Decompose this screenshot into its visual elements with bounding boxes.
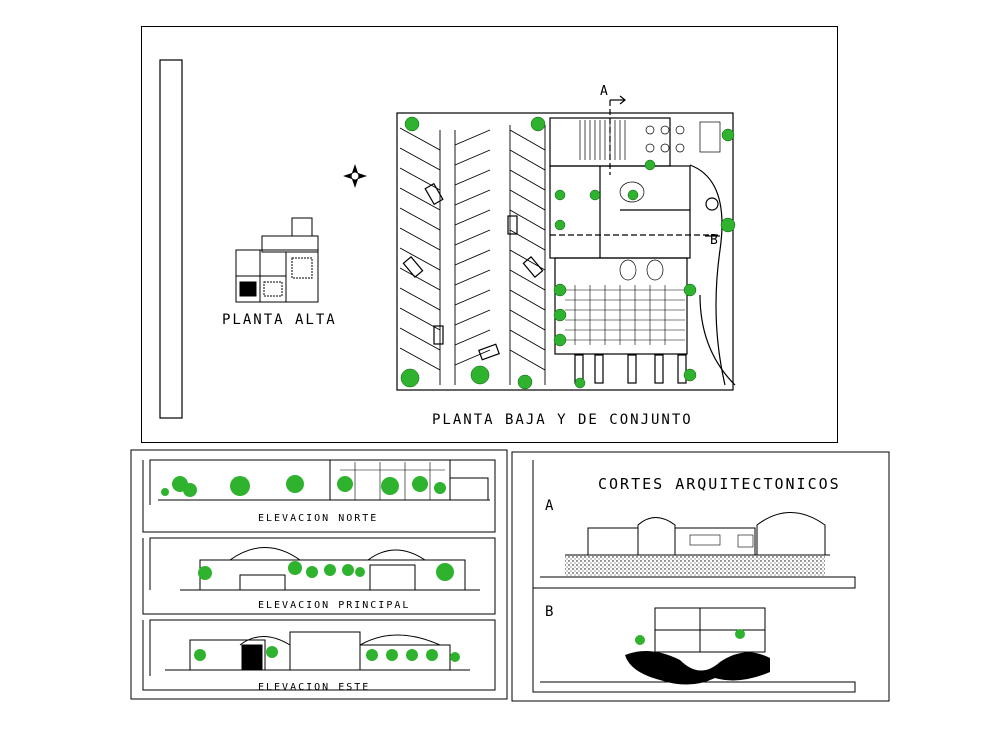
elevation-frames (142, 459, 496, 691)
ground-floor-plan (396, 95, 736, 391)
site-trees (400, 116, 736, 390)
north-elevation-title: ELEVACION NORTE (258, 513, 379, 524)
section-b-drawing (654, 607, 766, 653)
upper-floor-plan (235, 217, 319, 303)
ground-floor-title: PLANTA BAJA Y DE CONJUNTO (432, 412, 693, 428)
principal-elevation-trees (198, 561, 454, 581)
section-b-terrain (625, 651, 770, 685)
section-a-label: A (545, 498, 556, 514)
street-strip (159, 59, 183, 419)
north-arrow-icon (343, 164, 367, 188)
elevations-sheet (130, 449, 508, 700)
east-elevation (165, 631, 470, 671)
sections-sheet (511, 451, 890, 702)
section-b-label: B (545, 604, 556, 620)
section-a-ground (565, 556, 825, 576)
north-elevation-trees (161, 475, 446, 497)
principal-elevation-title: ELEVACION PRINCIPAL (258, 600, 411, 611)
sections-title: CORTES ARQUITECTONICOS (598, 475, 841, 493)
section-marker-a: A (600, 84, 610, 99)
section-b-trees (635, 629, 745, 645)
north-elevation (158, 459, 490, 501)
upper-floor-title: PLANTA ALTA (222, 312, 337, 328)
section-marker-b: B (710, 233, 720, 248)
section-a-drawing (565, 512, 830, 556)
east-elevation-title: ELEVACION ESTE (258, 682, 371, 693)
east-elevation-trees (194, 646, 460, 662)
section-frames (532, 460, 856, 693)
